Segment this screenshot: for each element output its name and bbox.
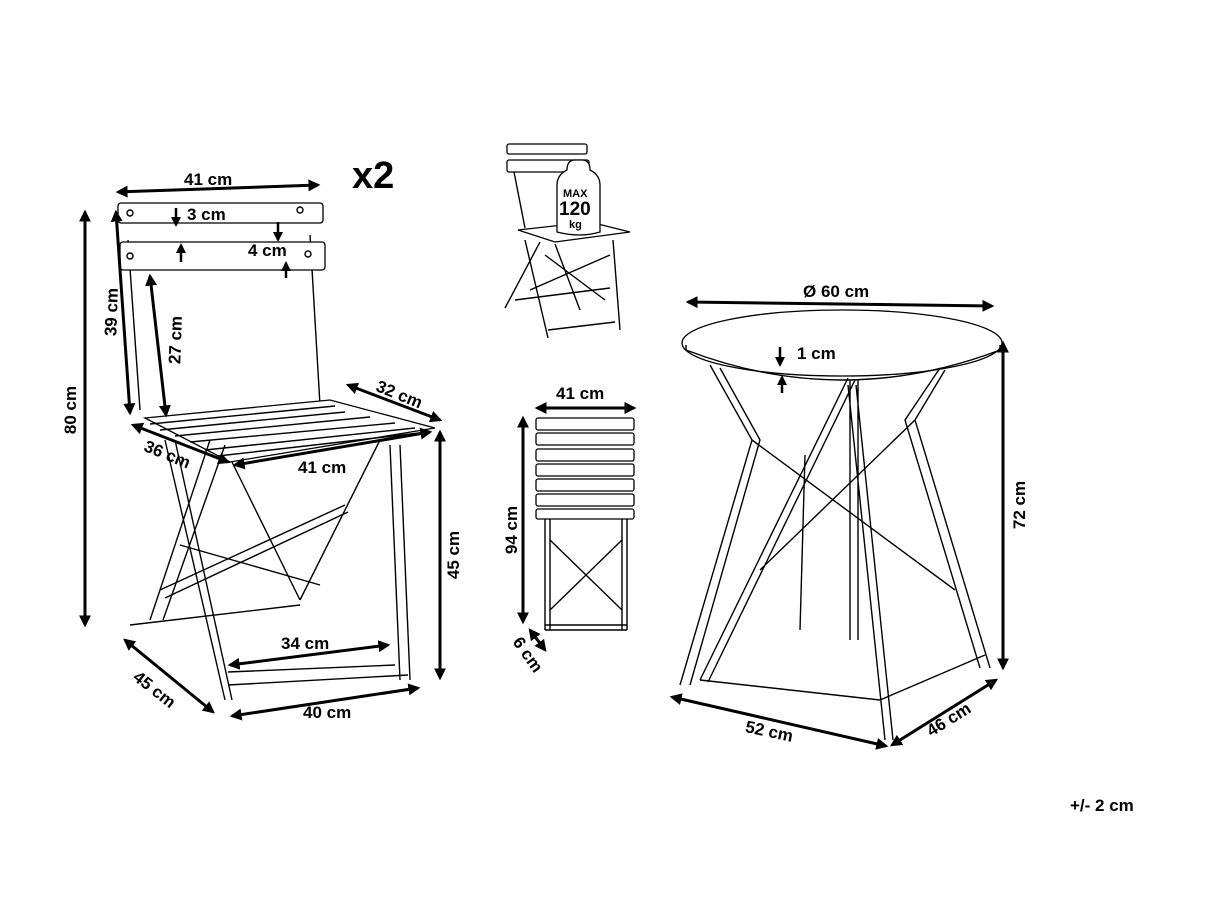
load-badge-unit: kg — [569, 219, 582, 231]
folded-chair-drawing — [535, 417, 635, 631]
chair-seat-width-label: 41 cm — [298, 458, 347, 477]
chair-base-width-label: 40 cm — [303, 703, 352, 722]
table-drawing — [679, 309, 1003, 741]
chair-seat-height-label: 45 cm — [444, 530, 464, 580]
table-diameter-label: Ø 60 cm — [803, 282, 870, 301]
chair-backrest-inner-height-label: 27 cm — [165, 315, 186, 365]
tolerance-note: +/- 2 cm — [1070, 796, 1134, 815]
chair-leg-inner-width-label: 34 cm — [281, 634, 330, 653]
folded-chair-width-label: 41 cm — [556, 384, 605, 403]
chair-slat-height-label: 4 cm — [248, 241, 287, 260]
chair-quantity-label: x2 — [352, 155, 395, 197]
table-height-label: 72 cm — [1010, 480, 1030, 530]
table-top-thickness-label: 1 cm — [797, 344, 836, 363]
dimension-arrows — [79, 179, 1009, 750]
mini-chair-drawing — [504, 143, 631, 339]
load-badge-max: MAX — [563, 188, 588, 200]
chair-total-height-label: 80 cm — [61, 385, 81, 435]
load-badge-value: 120 — [559, 199, 591, 220]
chair-slat-gap-label: 3 cm — [187, 205, 226, 224]
chair-backrest-width-label: 41 cm — [184, 170, 233, 189]
folded-chair-height-label: 94 cm — [502, 505, 522, 555]
chair-backrest-height-label: 39 cm — [101, 287, 122, 337]
